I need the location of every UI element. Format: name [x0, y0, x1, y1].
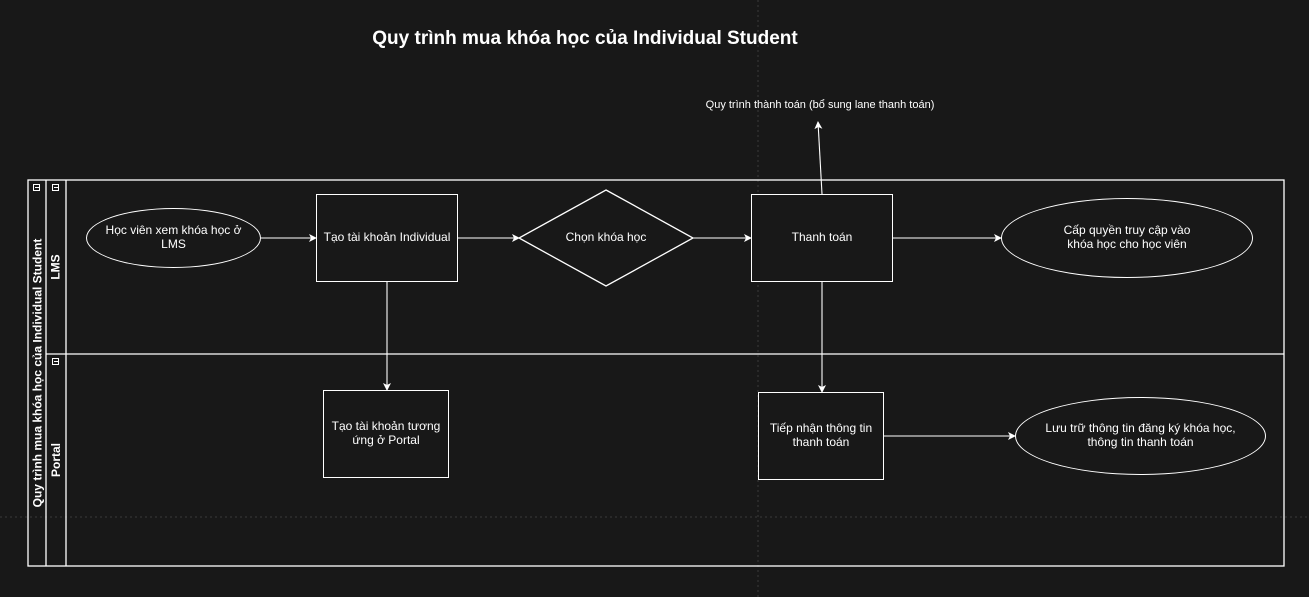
payment-process-note: Quy trình thành toán (bổ sung lane thanh…	[705, 99, 935, 111]
arrow-payment-to-note	[814, 121, 823, 195]
grant-access-end[interactable]: Cấp quyền truy cập vào khóa học cho học …	[1001, 198, 1253, 278]
create-portal-account-task[interactable]: Tạo tài khoản tương ứng ở Portal	[323, 390, 449, 478]
pool-collapse-icon[interactable]	[33, 184, 40, 191]
choose-course-diamond[interactable]	[517, 189, 695, 287]
view-course-start[interactable]: Học viên xem khóa học ở LMS	[86, 208, 261, 268]
lane-lms-collapse-icon[interactable]	[52, 184, 59, 191]
store-registration-info-end[interactable]: Lưu trữ thông tin đăng ký khóa học, thôn…	[1015, 397, 1266, 475]
lane-portal-collapse-icon[interactable]	[52, 358, 59, 365]
pool-label: Quy trình mua khóa học của Individual St…	[30, 238, 45, 508]
payment-task[interactable]: Thanh toán	[751, 194, 893, 282]
lane-label-lms: LMS	[49, 254, 63, 280]
diagram-title: Quy trình mua khóa học của Individual St…	[372, 28, 798, 49]
lane-label-portal: Portal	[49, 442, 64, 478]
choose-course-label: Chọn khóa học	[565, 230, 647, 245]
create-individual-account-task[interactable]: Tạo tài khoản Individual	[316, 194, 458, 282]
pool-border	[27, 179, 1285, 567]
receive-payment-info-task[interactable]: Tiếp nhận thông tin thanh toán	[758, 392, 884, 480]
